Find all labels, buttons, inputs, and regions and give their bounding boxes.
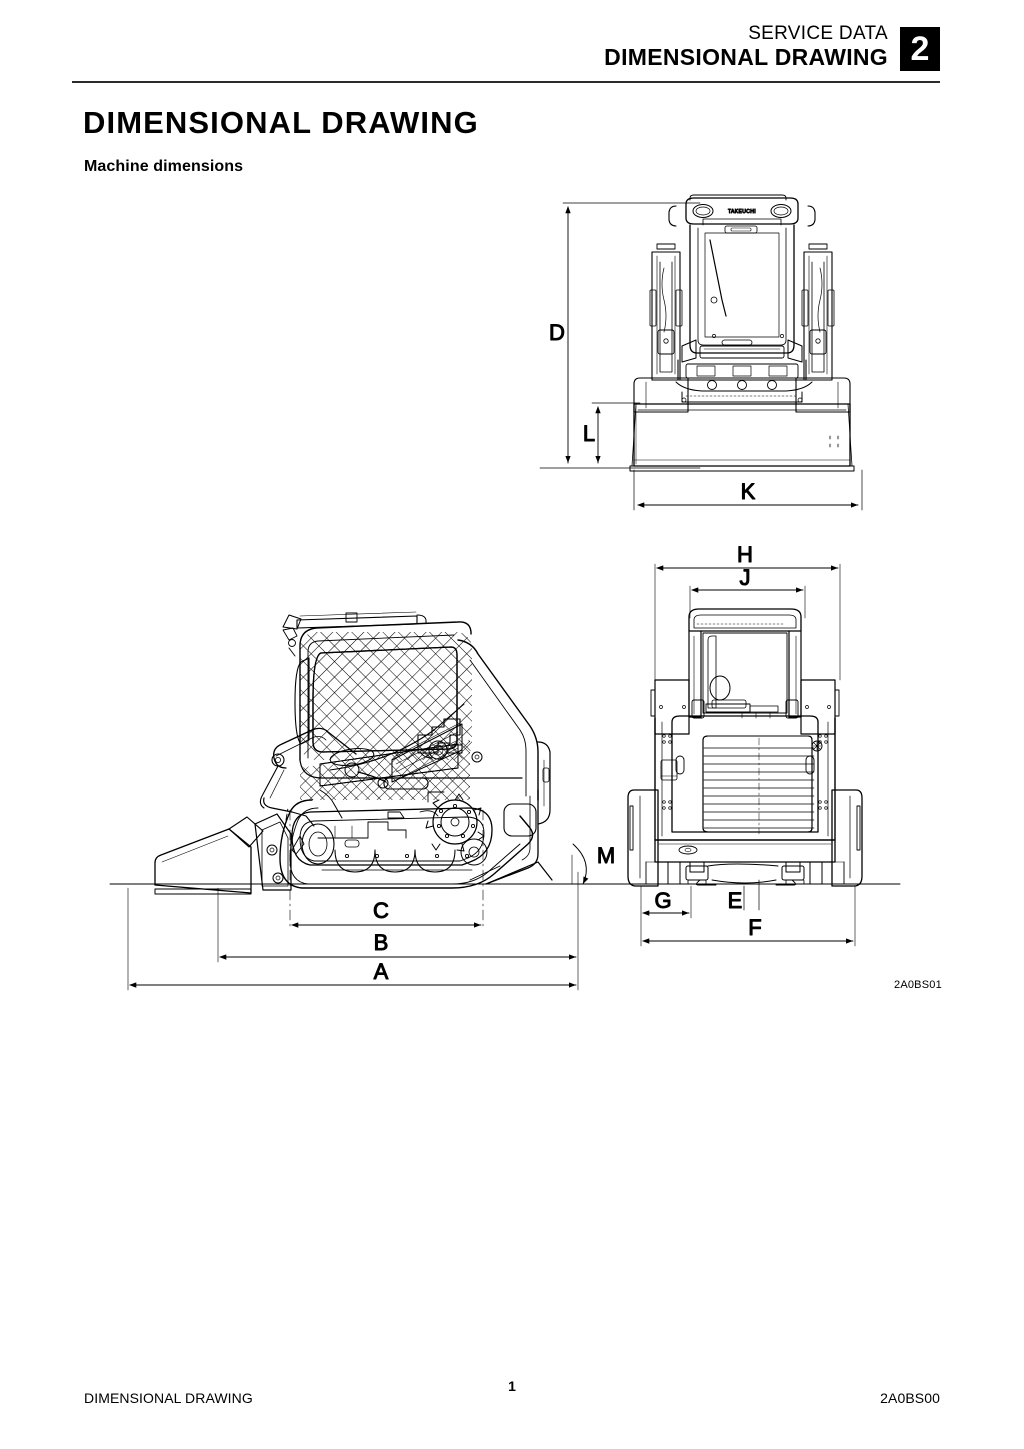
rear-view-dimension-labels: H J G E F bbox=[654, 542, 762, 941]
page-title: DIMENSIONAL DRAWING bbox=[83, 105, 479, 140]
figure-code: 2A0BS01 bbox=[894, 979, 942, 991]
chapter-number-badge: 2 bbox=[900, 27, 940, 71]
footer-document-code: 2A0BS00 bbox=[880, 1390, 940, 1406]
dimension-label-J: J bbox=[740, 565, 751, 590]
dimension-label-G: G bbox=[654, 888, 671, 913]
dimension-label-E: E bbox=[728, 888, 743, 913]
rear-view-dimensions bbox=[640, 563, 856, 947]
front-view-machine: TAKEUCHI bbox=[629, 194, 855, 472]
header-divider bbox=[72, 81, 940, 83]
header-section-label: DIMENSIONAL DRAWING bbox=[604, 44, 888, 70]
section-subtitle: Machine dimensions bbox=[84, 158, 244, 175]
rear-view-machine bbox=[627, 608, 863, 887]
dimension-label-C: C bbox=[373, 898, 389, 923]
footer-page-number: 1 bbox=[508, 1378, 516, 1394]
header-service-data-label: SERVICE DATA bbox=[748, 23, 888, 44]
dimension-label-H: H bbox=[737, 542, 753, 567]
page-header: SERVICE DATA DIMENSIONAL DRAWING 2 bbox=[72, 24, 940, 84]
dimension-label-A: A bbox=[374, 959, 389, 984]
dimension-label-F: F bbox=[748, 915, 761, 940]
dimension-label-L: L bbox=[583, 421, 595, 446]
brand-text-front: TAKEUCHI bbox=[728, 209, 756, 215]
header-title-block: SERVICE DATA DIMENSIONAL DRAWING bbox=[604, 24, 888, 69]
dimension-label-D: D bbox=[549, 320, 565, 345]
dimension-label-K: K bbox=[741, 479, 756, 504]
side-view-machine bbox=[154, 611, 553, 895]
dimension-label-B: B bbox=[374, 930, 389, 955]
front-view-dimensions bbox=[539, 202, 863, 511]
side-view-dimensions bbox=[127, 809, 589, 991]
footer-section-name: DIMENSIONAL DRAWING bbox=[84, 1390, 253, 1406]
dimension-label-M: M bbox=[597, 843, 615, 868]
front-view-dimension-labels: D L K bbox=[549, 320, 757, 505]
side-view-dimension-labels: C B A M bbox=[373, 843, 616, 985]
